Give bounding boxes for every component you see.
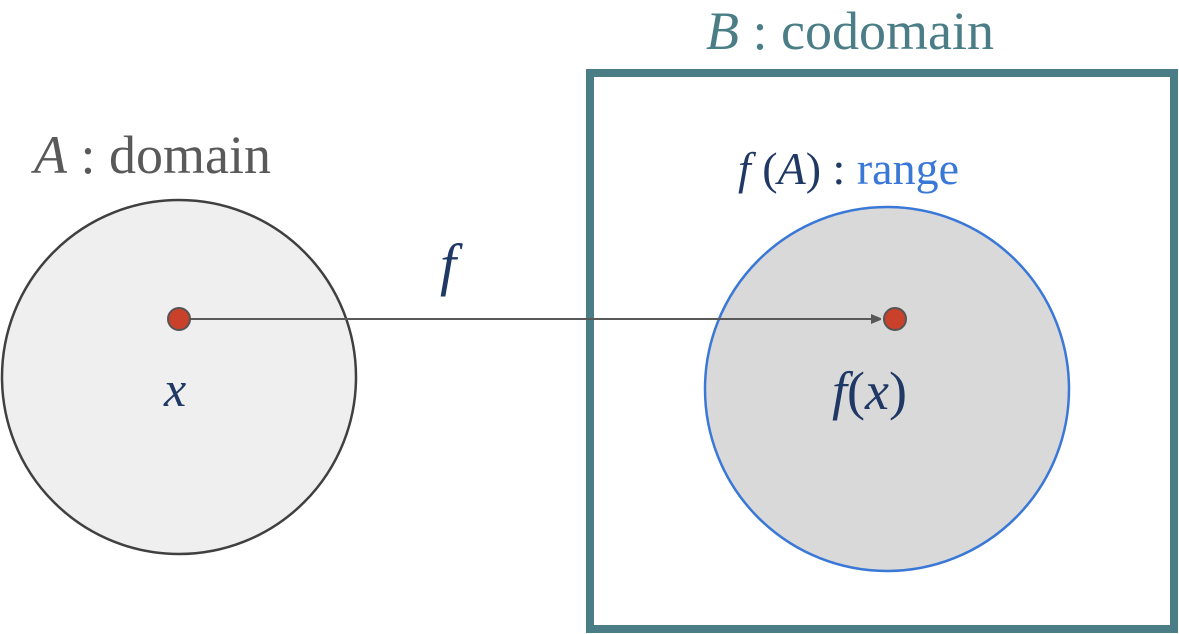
range-open-paren: ( xyxy=(750,143,778,194)
domain-label: A : domain xyxy=(34,128,271,182)
codomain-name: codomain xyxy=(781,1,994,61)
range-close-paren: ) xyxy=(805,143,822,194)
range-arg: A xyxy=(777,143,806,194)
codomain-box xyxy=(586,69,1178,633)
image-f-symbol: f xyxy=(832,361,848,421)
domain-circle xyxy=(0,198,358,556)
codomain-label: B : codomain xyxy=(706,4,994,58)
image-arg: x xyxy=(865,361,889,421)
image-point-fx xyxy=(883,307,907,331)
image-label: f(x) xyxy=(832,364,907,418)
domain-separator: : xyxy=(67,125,110,185)
codomain-separator: : xyxy=(739,1,782,61)
codomain-symbol: B xyxy=(706,1,739,61)
element-point-x xyxy=(167,307,191,331)
image-close-paren: ) xyxy=(888,361,907,421)
range-label: f (A) : range xyxy=(738,146,959,192)
mapping-label: f xyxy=(440,232,457,297)
range-separator: : xyxy=(821,143,857,194)
domain-symbol: A xyxy=(34,125,67,185)
range-circle xyxy=(703,205,1071,573)
range-name: range xyxy=(856,143,959,194)
domain-name: domain xyxy=(109,125,271,185)
element-label: x xyxy=(164,361,187,417)
range-f-symbol: f xyxy=(738,143,751,194)
image-open-paren: ( xyxy=(847,361,865,421)
